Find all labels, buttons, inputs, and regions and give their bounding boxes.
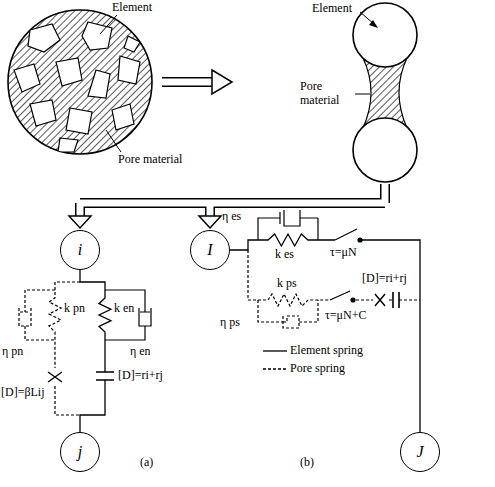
legend-text: Element spring bbox=[290, 344, 363, 358]
element-circle: i bbox=[60, 230, 100, 270]
element-letter: j bbox=[78, 444, 82, 460]
part-name: Pore material bbox=[300, 80, 354, 108]
spring-label: k en bbox=[114, 302, 134, 316]
element-letter: i bbox=[78, 242, 82, 258]
gap-label: [D]=βLij bbox=[1, 386, 45, 400]
panel-label: (a) bbox=[140, 456, 153, 470]
element-spring-connector bbox=[80, 270, 111, 432]
gap-label: [D]=ri+rj bbox=[118, 369, 163, 383]
element-letter: J bbox=[416, 444, 423, 460]
dashpot-label: η ps bbox=[220, 316, 240, 330]
friction-label: τ=μN+C bbox=[325, 309, 366, 323]
dashpot-label: η pn bbox=[2, 345, 23, 359]
element-circle: j bbox=[60, 432, 100, 472]
element-circle: J bbox=[400, 432, 440, 472]
legend-entry: Element spring bbox=[262, 344, 363, 358]
dashpot-label: η en bbox=[130, 345, 151, 359]
legend-line-sample bbox=[262, 347, 288, 355]
legend-text: Pore spring bbox=[290, 362, 345, 376]
legend-entry: Pore spring bbox=[262, 362, 345, 376]
element-circle: I bbox=[190, 230, 230, 270]
hollow-arrow bbox=[161, 70, 232, 94]
element-letter: I bbox=[207, 242, 212, 258]
dashpot-label: η es bbox=[222, 210, 241, 224]
element-spring-connector bbox=[230, 234, 420, 432]
spring-label: k pn bbox=[64, 302, 85, 316]
part-name: Pore material bbox=[118, 153, 182, 167]
branch-arrow bbox=[69, 183, 385, 228]
part-name: Element bbox=[312, 2, 352, 16]
legend-line-sample bbox=[262, 365, 288, 373]
spring-label: k es bbox=[275, 248, 294, 262]
element-pair bbox=[353, 3, 417, 182]
part-name: Element bbox=[112, 1, 152, 15]
panel-label: (b) bbox=[300, 456, 314, 470]
concrete-section bbox=[8, 10, 152, 154]
friction-label: τ=μN bbox=[330, 246, 357, 260]
spring-label: k ps bbox=[277, 277, 297, 291]
gap-label: [D]=ri+rj bbox=[362, 272, 407, 286]
model-b-parts bbox=[248, 210, 420, 328]
